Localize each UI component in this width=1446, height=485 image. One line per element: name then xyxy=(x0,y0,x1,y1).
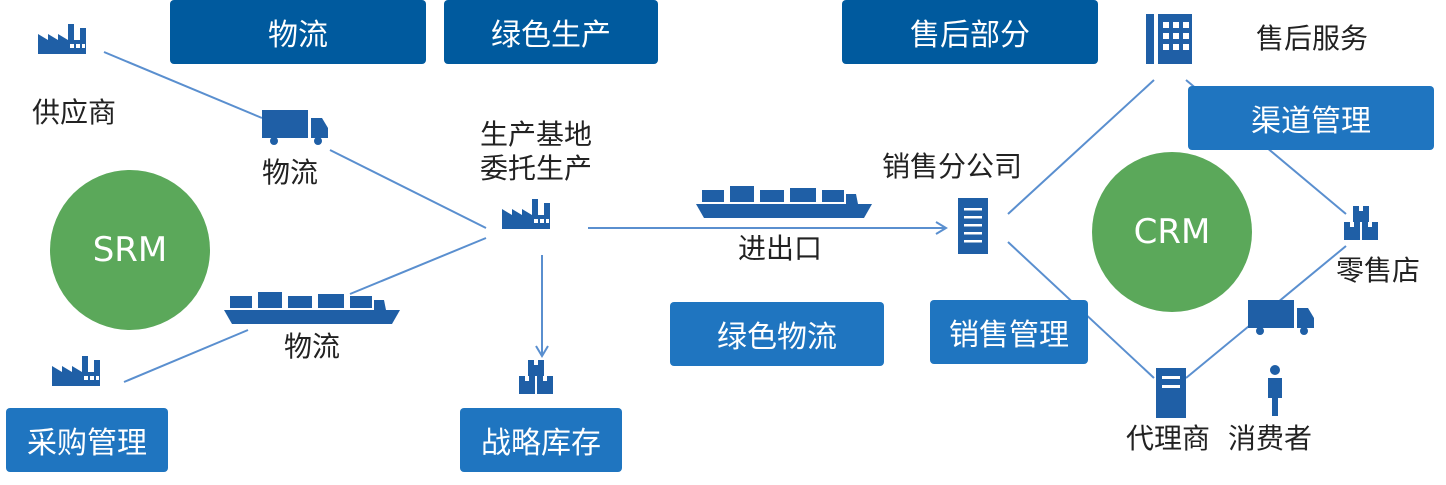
truck-logistics-label: 物流 xyxy=(262,156,319,189)
boxes-icon xyxy=(519,360,553,394)
factory-icon xyxy=(52,356,100,386)
channel-management-box: 渠道管理 xyxy=(1188,86,1434,150)
production-base-line2: 委托生产 xyxy=(480,151,593,185)
factory-icon xyxy=(502,199,550,229)
green-production-box: 绿色生产 xyxy=(444,0,658,64)
consumer-label: 消费者 xyxy=(1228,422,1313,455)
line-supplier-truck xyxy=(103,51,263,119)
line-branch-service xyxy=(1007,79,1155,215)
production-base-line1: 生产基地 xyxy=(480,118,593,151)
green-logistics-box: 绿色物流 xyxy=(670,302,884,366)
ship-icon xyxy=(696,186,872,218)
import-export-label: 进出口 xyxy=(738,232,823,265)
truck-icon xyxy=(262,110,328,145)
supplier-label: 供应商 xyxy=(32,96,117,129)
agent-building-icon xyxy=(1156,368,1186,418)
building-icon xyxy=(958,198,988,254)
line-truck-production xyxy=(329,149,487,229)
retail-store-label: 零售店 xyxy=(1336,254,1421,287)
person-icon xyxy=(1268,365,1282,416)
srm-circle: SRM xyxy=(50,170,210,330)
factory-icon xyxy=(38,24,86,54)
boxes-icon xyxy=(1344,206,1378,240)
after-sales-part-box: 售后部分 xyxy=(842,0,1098,64)
office-building-icon xyxy=(1146,14,1192,64)
logistics-box: 物流 xyxy=(170,0,426,64)
line-factory-ship xyxy=(123,329,249,383)
line-ship-production xyxy=(349,237,487,295)
procurement-management-box: 采购管理 xyxy=(6,408,168,472)
production-base-label: 生产基地 委托生产 xyxy=(480,118,592,185)
sales-management-box: 销售管理 xyxy=(930,300,1088,364)
crm-circle: CRM xyxy=(1092,152,1252,312)
after-sales-service-label: 售后服务 xyxy=(1256,22,1369,55)
ship-logistics-label: 物流 xyxy=(284,330,341,363)
sales-branch-label: 销售分公司 xyxy=(882,150,1023,183)
agent-label: 代理商 xyxy=(1126,422,1211,455)
strategic-inventory-box: 战略库存 xyxy=(460,408,622,472)
ship-icon xyxy=(224,292,400,324)
truck-icon xyxy=(1248,300,1314,335)
